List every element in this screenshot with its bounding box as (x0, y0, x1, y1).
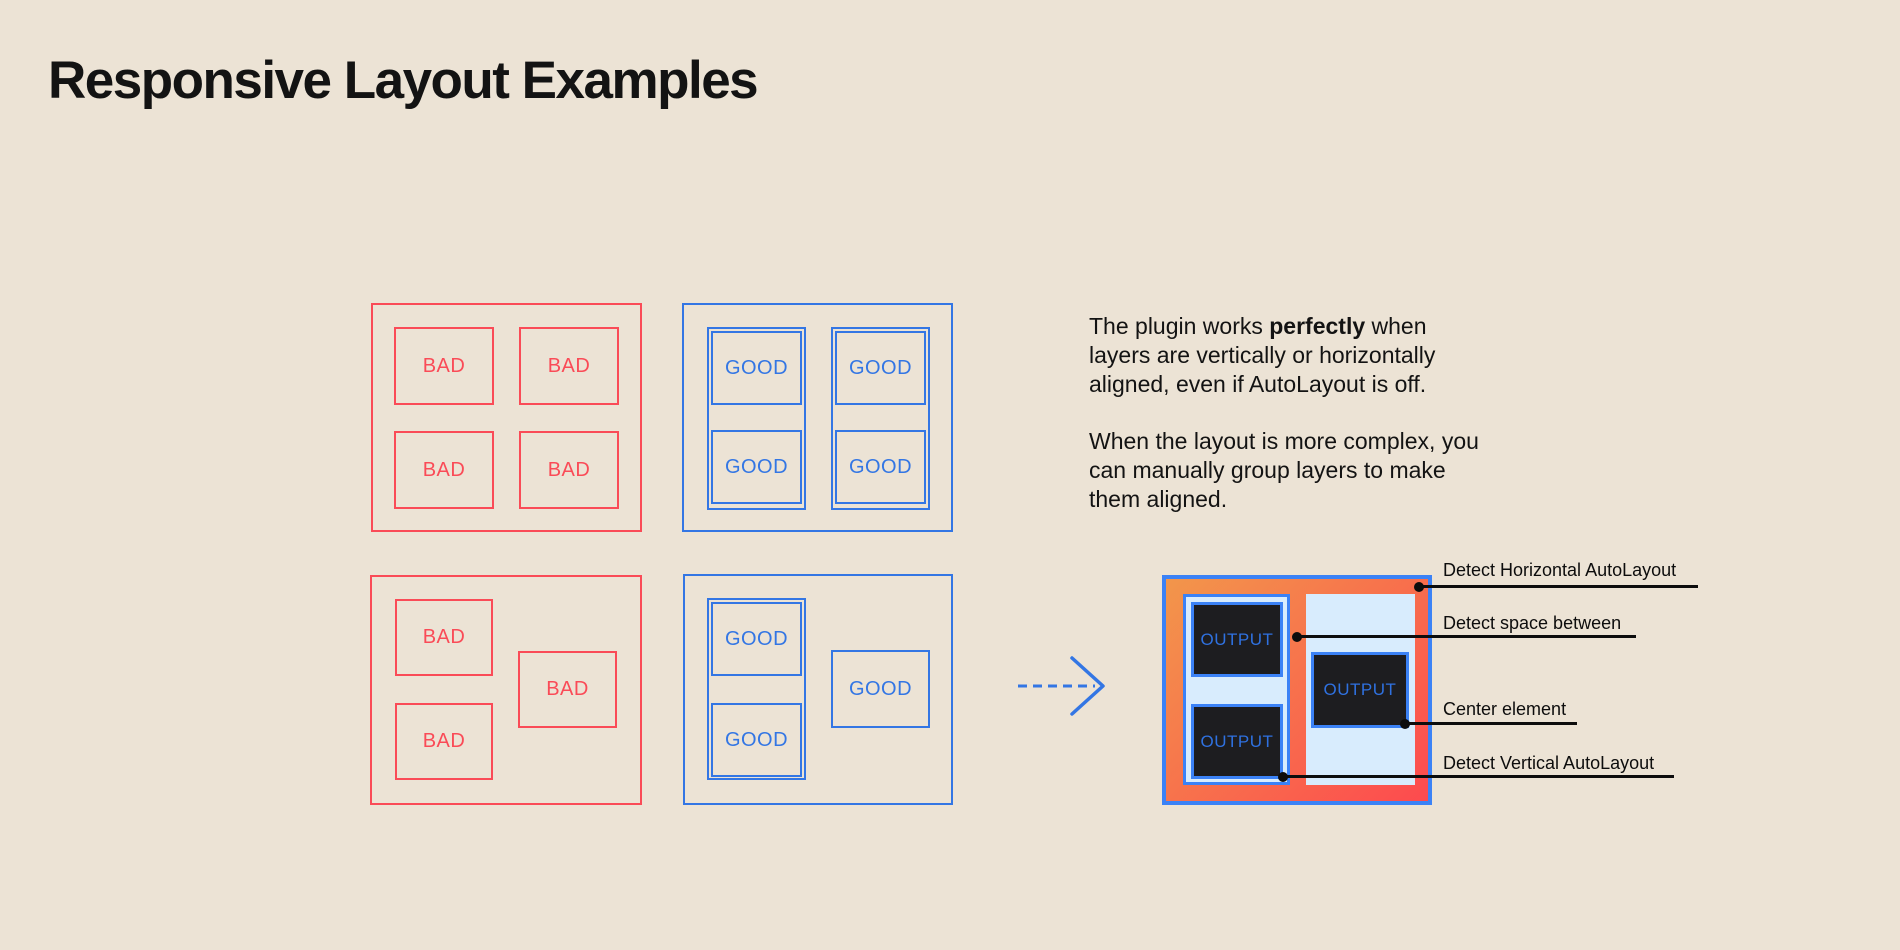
annotation-label: Detect space between (1443, 613, 1622, 633)
bad-item: BAD (394, 431, 494, 509)
annotation-line (1283, 775, 1674, 778)
output-result-frame: OUTPUT OUTPUT OUTPUT (1162, 575, 1432, 805)
bad-item: BAD (395, 599, 493, 676)
good-item: GOOD (711, 703, 802, 777)
good-grid-frame: GOOD GOOD GOOD GOOD (682, 303, 953, 532)
description-text: The plugin works perfectly when layers a… (1089, 312, 1559, 514)
description-paragraph-2: When the layout is more complex, you can… (1089, 428, 1479, 512)
bad-item: BAD (394, 327, 494, 405)
good-item: GOOD (835, 430, 926, 504)
good-item: GOOD (711, 602, 802, 676)
good-item: GOOD (831, 650, 930, 728)
page-title: Responsive Layout Examples (48, 51, 759, 110)
bad-item: BAD (395, 703, 493, 780)
good-complex-frame: GOOD GOOD GOOD (683, 574, 953, 805)
good-group: GOOD GOOD (707, 327, 806, 510)
annotation-line (1405, 722, 1577, 725)
annotation-dot (1400, 719, 1410, 729)
good-item: GOOD (711, 331, 802, 405)
bad-grid-frame: BAD BAD BAD BAD (371, 303, 642, 532)
description-text-run: The plugin works (1089, 313, 1270, 339)
annotation-dot (1292, 632, 1302, 642)
annotation-label: Detect Horizontal AutoLayout (1443, 560, 1677, 580)
output-item: OUTPUT (1311, 652, 1409, 728)
bad-complex-frame: BAD BAD BAD (370, 575, 642, 805)
output-item: OUTPUT (1191, 602, 1283, 677)
output-center-column: OUTPUT (1306, 594, 1415, 785)
good-group: GOOD GOOD (831, 327, 930, 510)
annotation-dot (1278, 772, 1288, 782)
annotation-line (1419, 585, 1698, 588)
bad-item: BAD (519, 327, 619, 405)
good-group: GOOD GOOD (707, 598, 806, 780)
description-text-run: when layers are vertically or horizontal… (1089, 313, 1436, 397)
bad-item: BAD (519, 431, 619, 509)
description-bold-run: perfectly (1269, 313, 1366, 339)
good-item: GOOD (835, 331, 926, 405)
output-item: OUTPUT (1191, 704, 1283, 779)
bad-item: BAD (518, 651, 617, 728)
description-paragraph-1: The plugin works perfectly when layers a… (1089, 312, 1559, 399)
annotation-label: Detect Vertical AutoLayout (1443, 753, 1655, 773)
annotation-dot (1414, 582, 1424, 592)
annotation-label: Center element (1443, 699, 1567, 719)
good-item: GOOD (711, 430, 802, 504)
annotation-line (1297, 635, 1636, 638)
transform-arrow-icon (1018, 656, 1105, 716)
output-vertical-group: OUTPUT OUTPUT (1183, 594, 1290, 785)
